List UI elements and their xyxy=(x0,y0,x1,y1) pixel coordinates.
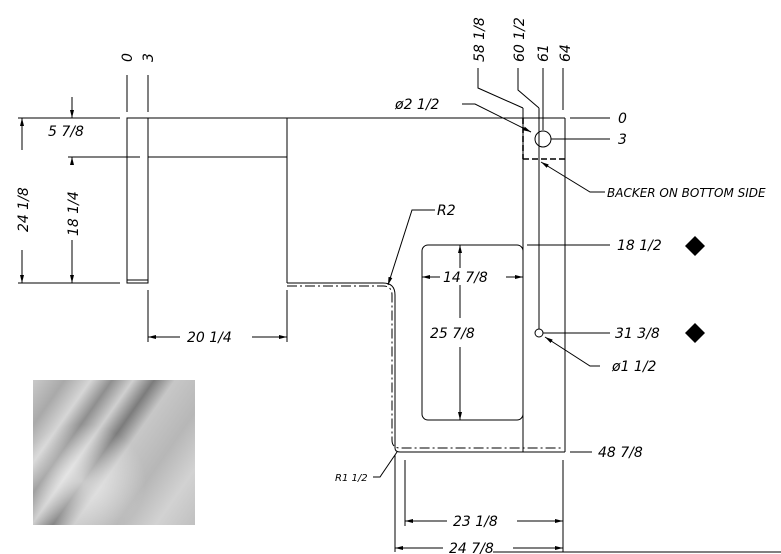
sink-cutout xyxy=(421,244,524,421)
top-tick-3: 3 xyxy=(141,53,157,62)
diamond-marker-icon xyxy=(685,236,705,256)
radius-small-leader xyxy=(373,451,398,478)
sink-dimension-lines xyxy=(422,245,523,420)
right-tick-0: 0 xyxy=(618,111,627,127)
dim-18-1-4: 18 1/4 xyxy=(66,191,82,236)
radius-small-label: R1 1/2 xyxy=(335,473,368,484)
hole-large-leader xyxy=(462,103,532,133)
bottom-outer-dim: 24 7/8 xyxy=(449,541,494,554)
radius-large-leader xyxy=(387,209,435,286)
bottom-inner-dim: 23 1/8 xyxy=(453,514,498,530)
marble-swatch-image xyxy=(33,380,195,525)
top-tick-64: 64 xyxy=(558,44,574,62)
top-tick-58: 58 1/8 xyxy=(472,17,488,62)
bottom-dimension-lines xyxy=(394,455,781,553)
top-tick-60: 60 1/2 xyxy=(512,17,528,62)
hole-large xyxy=(534,130,552,148)
dim-5-7-8: 5 7/8 xyxy=(48,124,84,140)
top-tick-61: 61 xyxy=(536,44,552,62)
backer-leader xyxy=(540,161,605,193)
hole-small xyxy=(534,328,544,338)
right-tick-lines xyxy=(527,117,610,453)
hole-small-label: ø1 1/2 xyxy=(611,359,657,375)
right-tick-3: 3 xyxy=(618,132,627,148)
dim-24-1-8: 24 1/8 xyxy=(16,187,32,232)
sink-width-dim: 14 7/8 xyxy=(443,270,488,286)
hole-large-label: ø2 1/2 xyxy=(394,97,440,113)
sink-length-dim: 25 7/8 xyxy=(430,326,475,342)
backer-outline xyxy=(522,118,565,160)
radius-large-label: R2 xyxy=(437,203,456,219)
dim-20-1-4: 20 1/4 xyxy=(187,330,232,346)
diamond-marker-icon xyxy=(685,323,705,343)
right-tick-31: 31 3/8 xyxy=(615,326,660,342)
top-tick-0: 0 xyxy=(120,53,136,62)
right-tick-18: 18 1/2 xyxy=(617,238,662,254)
left-dimension-lines xyxy=(18,97,288,342)
right-tick-48: 48 7/8 xyxy=(598,445,643,461)
top-tick-lines xyxy=(126,68,564,130)
backer-label: BACKER ON BOTTOM SIDE xyxy=(607,186,766,200)
hole-small-leader xyxy=(544,336,600,367)
